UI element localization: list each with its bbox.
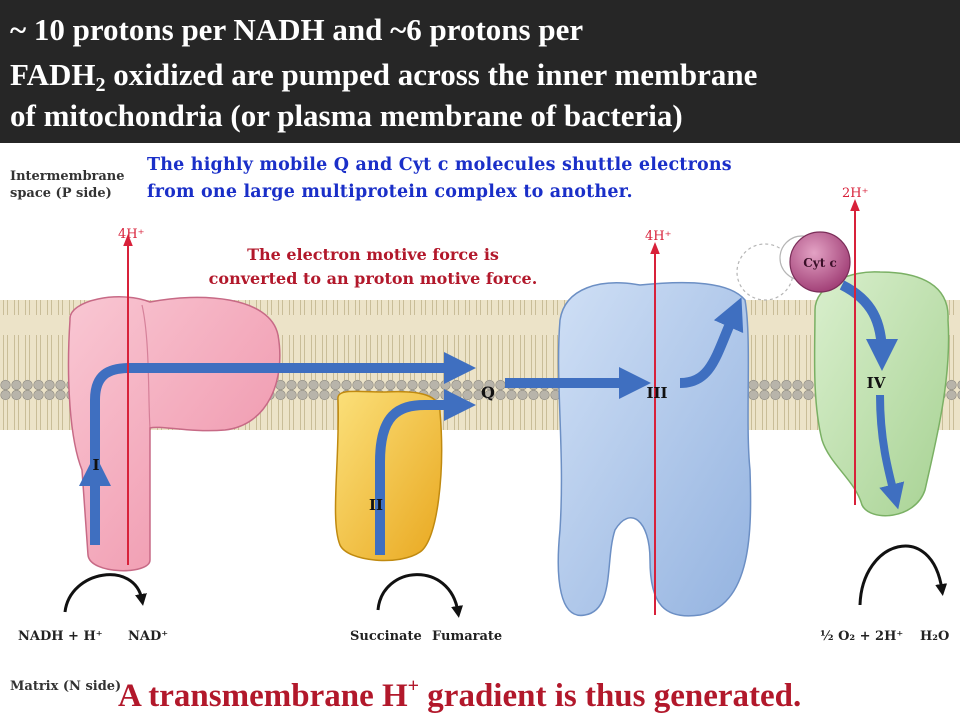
cyt-c — [789, 231, 851, 293]
proton-label-4h-2: 4H⁺ — [645, 229, 671, 244]
electron-arrow-ii-to-q — [375, 388, 477, 555]
water-label: H₂O — [920, 629, 949, 644]
title-banner: ~ 10 protons per NADH and ~6 protons per… — [0, 0, 960, 143]
complex-ii — [334, 390, 443, 562]
complex-iv-label: IV — [867, 374, 886, 392]
electron-arrow-iv-to-o2 — [876, 394, 905, 510]
electron-arrow-iii-to-cyt-c — [679, 297, 744, 388]
title-line-1: ~ 10 protons per NADH and ~6 protons per — [10, 12, 584, 47]
reaction-arrow-oxygen — [858, 544, 948, 606]
cyt-c-label: Cyt c — [803, 256, 837, 270]
nadh-label: NADH + H⁺ — [18, 629, 103, 644]
title-line-3: of mitochondria (or plasma membrane of b… — [10, 98, 683, 133]
complex-i — [67, 296, 281, 572]
oxygen-label: ½ O₂ + 2H⁺ — [820, 629, 903, 644]
title-line-2: FADH2 oxidized are pumped across the inn… — [10, 57, 758, 96]
gradient-caption: A transmembrane H+ gradient is thus gene… — [118, 675, 802, 714]
proton-label-2h: 2H⁺ — [842, 186, 868, 201]
complex-i-label: I — [92, 456, 99, 474]
complex-ii-label: II — [369, 496, 383, 514]
complex-iv — [813, 271, 950, 517]
motive-force-note: The electron motive force is converted t… — [208, 245, 538, 288]
quinone-label: Q — [481, 383, 495, 402]
matrix-label: Matrix (N side) — [10, 679, 121, 694]
reaction-arrow-succinate — [376, 573, 464, 618]
complex-iii-label: III — [646, 384, 667, 402]
nad-label: NAD⁺ — [128, 629, 168, 644]
electron-transport-diagram: Intermembrane space (P side) Matrix (N s… — [0, 169, 960, 694]
intermembrane-label: Intermembrane — [10, 169, 125, 184]
intermembrane-label-2: space (P side) — [10, 186, 112, 201]
succinate-label: Succinate — [350, 629, 422, 644]
reaction-arrow-nadh — [63, 573, 147, 613]
mobile-carrier-note: The highly mobile Q and Cyt c molecules … — [147, 155, 732, 202]
proton-label-4h-1: 4H⁺ — [118, 227, 144, 242]
electron-arrow-i-to-q — [90, 351, 477, 470]
electron-arrow-cyt-c-to-iv — [839, 280, 898, 371]
fumarate-label: Fumarate — [432, 629, 502, 644]
